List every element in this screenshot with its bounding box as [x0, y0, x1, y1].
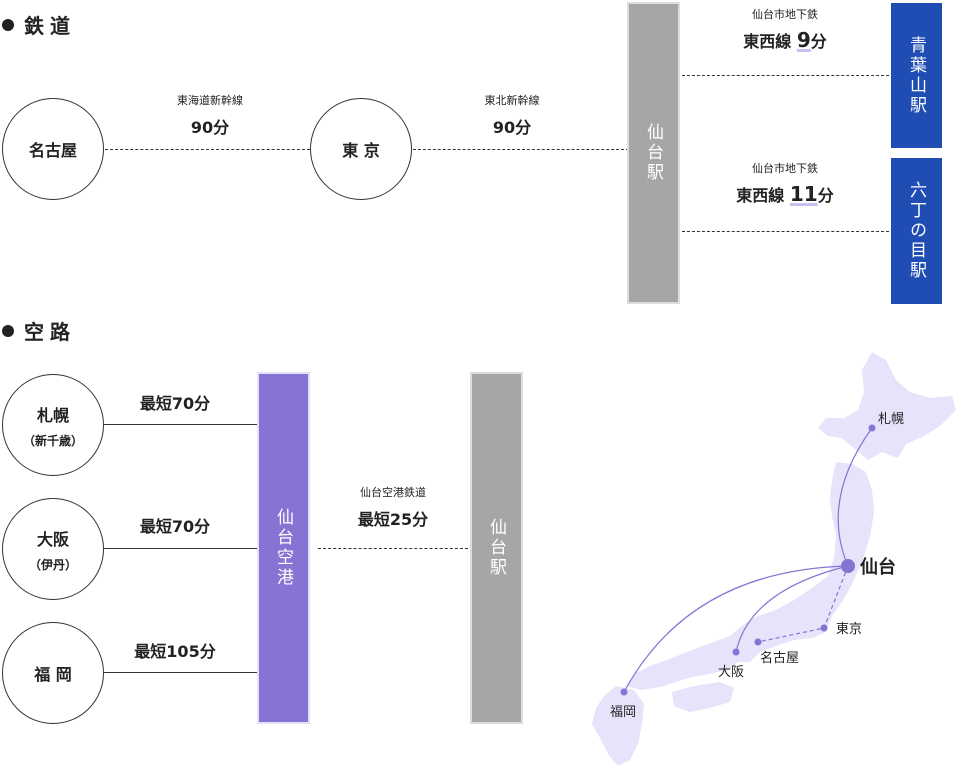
subway-1-line-dash [682, 75, 889, 76]
dot-fukuoka [620, 688, 628, 696]
kyushu-shape [592, 686, 644, 766]
air-time-sapporo: 最短70分 [110, 390, 240, 414]
rail-seg2-time: 90分 [492, 118, 532, 137]
air-route-line-osaka [104, 548, 257, 549]
origin-sapporo-name: 札幌 [36, 405, 69, 425]
rail-seg1-label: 東海道新幹線 90分 [130, 92, 290, 138]
subway-2-line: 仙台市地下鉄 [752, 162, 818, 175]
origin-osaka-sub: （伊丹） [28, 557, 77, 572]
rail-route-line-2 [413, 149, 629, 150]
label-nagoya: 名古屋 [760, 650, 799, 666]
subway-1-unit: 分 [810, 32, 827, 51]
label-osaka: 大阪 [718, 665, 744, 680]
aobayama-station-label: 青葉山駅 [906, 35, 926, 116]
hokkaido-shape [818, 352, 956, 460]
rokuchonome-station-label: 六丁の目駅 [906, 181, 926, 281]
subway-1-name: 東西線 [743, 32, 792, 51]
origin-osaka: 大阪 （伊丹） [2, 498, 104, 600]
aobayama-station-bar: 青葉山駅 [891, 3, 942, 148]
route-osaka-sendai [735, 565, 849, 653]
japan-map: 札幌 仙台 東京 名古屋 大阪 福岡 [592, 352, 956, 766]
airport-rail-time: 最短25分 [357, 510, 429, 529]
sendai-airport-label: 仙台空港 [273, 508, 293, 588]
subway-2-line-dash [682, 231, 889, 232]
rail-seg1-time: 90分 [190, 118, 230, 137]
rail-seg2-line: 東北新幹線 [484, 94, 540, 107]
subway-1-num: 9 [796, 28, 811, 52]
dot-nagoya [754, 638, 762, 646]
air-section-title: 空路 [2, 316, 76, 345]
origin-sapporo-sub: （新千歳） [22, 433, 83, 448]
subway-2-num: 11 [789, 182, 818, 206]
label-tokyo: 東京 [836, 621, 862, 637]
airport-rail-label: 仙台空港鉄道 最短25分 [318, 484, 468, 530]
label-sendai: 仙台 [860, 556, 896, 578]
sendai-station-label: 仙台駅 [643, 123, 663, 183]
rail-seg2-label: 東北新幹線 90分 [432, 92, 592, 138]
route-fukuoka-sendai [623, 565, 849, 693]
subway-1-label: 仙台市地下鉄 東西線 9分 [700, 6, 870, 52]
air-time-sapporo-text: 最短70分 [139, 394, 211, 413]
honshu-shape [626, 462, 874, 690]
airport-rail-line-name: 仙台空港鉄道 [360, 486, 426, 499]
origin-fukuoka: 福 岡 [2, 622, 104, 724]
air-time-fukuoka: 最短105分 [105, 638, 245, 662]
origin-sapporo: 札幌 （新千歳） [2, 374, 104, 476]
air-time-osaka: 最短70分 [110, 513, 240, 537]
air-route-line-fukuoka [104, 672, 257, 673]
label-sapporo: 札幌 [878, 411, 904, 427]
air-time-fukuoka-text: 最短105分 [134, 642, 216, 661]
subway-2-label: 仙台市地下鉄 東西線 11分 [700, 160, 870, 206]
route-sapporo-sendai [837, 427, 873, 567]
air-route-line-sapporo [104, 424, 257, 425]
rokuchonome-station-bar: 六丁の目駅 [891, 158, 942, 304]
subway-1-line: 仙台市地下鉄 [752, 8, 818, 21]
air-time-osaka-text: 最短70分 [139, 517, 211, 536]
sendai-station-bar-air: 仙台駅 [470, 372, 523, 724]
rail-title-text: 鉄道 [24, 14, 76, 38]
rail-seg1-line: 東海道新幹線 [177, 94, 243, 107]
shikoku-shape [672, 682, 734, 712]
subway-2-name: 東西線 [736, 186, 785, 205]
rail-route-line-1 [105, 149, 310, 150]
label-fukuoka: 福岡 [610, 705, 636, 720]
dot-osaka [732, 648, 740, 656]
sendai-station-bar: 仙台駅 [627, 2, 680, 304]
dot-tokyo [820, 624, 828, 632]
airport-rail-line [318, 548, 468, 549]
dot-sapporo [868, 424, 876, 432]
station-tokyo: 東 京 [310, 98, 412, 200]
origin-fukuoka-name: 福 岡 [34, 665, 72, 684]
station-nagoya: 名古屋 [2, 98, 104, 200]
bullet-icon [2, 18, 14, 31]
subway-2-unit: 分 [817, 186, 834, 205]
sendai-station-air-label: 仙台駅 [486, 518, 506, 578]
station-tokyo-label: 東 京 [342, 141, 380, 160]
origin-osaka-name: 大阪 [36, 529, 69, 549]
rail-section-title: 鉄道 [2, 10, 76, 39]
air-title-text: 空路 [24, 320, 76, 344]
dot-sendai [841, 559, 855, 573]
bullet-icon [2, 324, 14, 337]
sendai-airport-bar: 仙台空港 [257, 372, 310, 724]
station-nagoya-label: 名古屋 [28, 141, 77, 160]
